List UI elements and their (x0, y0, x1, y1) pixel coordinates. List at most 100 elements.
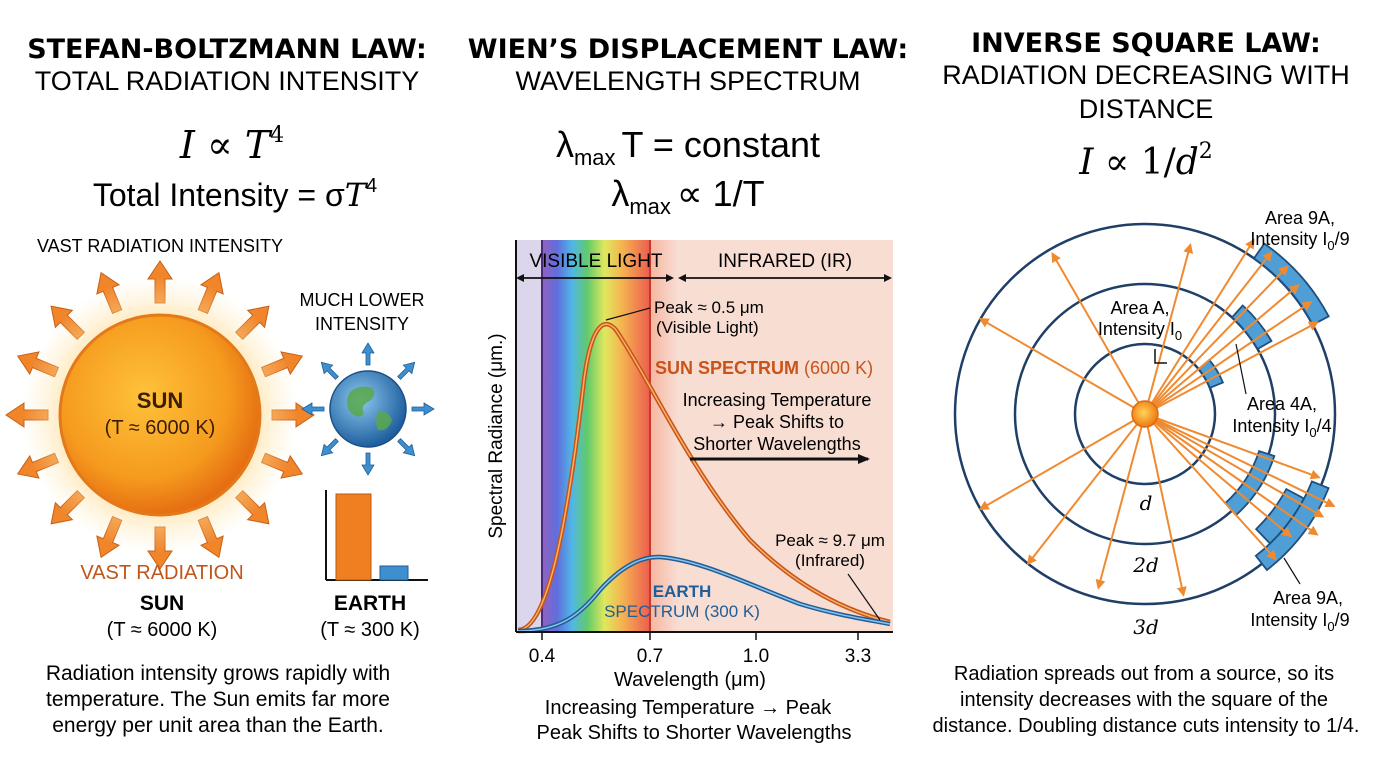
sun-caption-name: SUN (140, 592, 184, 615)
point-source-icon (1131, 400, 1159, 428)
circle-d (1073, 342, 1217, 486)
earth-ray-arrow (361, 452, 375, 476)
radiation-arrow (1144, 413, 1336, 508)
radiation-arrow (1026, 413, 1146, 566)
sun-icon (58, 313, 262, 517)
near-infrared-band (650, 240, 678, 632)
radiation-arrow (1144, 413, 1293, 538)
earth-ray-arrow (397, 438, 416, 457)
earth-continent (376, 411, 392, 431)
panel1-description-line1: Radiation intensity grows rapidly with (46, 662, 390, 685)
sun-intensity-bar (335, 493, 372, 581)
radiation-arrow (1144, 301, 1313, 415)
panel3-equation: I ∝ 1/d2 (1078, 139, 1213, 183)
x-tick-label: 3.3 (845, 646, 871, 667)
distance-label-2d: 2d (1132, 553, 1159, 577)
panel3-description-line2: intensity decreases with the square of t… (960, 689, 1328, 711)
panel1-title-line1: STEFAN-BOLTZMANN LAW: (27, 34, 427, 65)
panel-inverse-square: INVERSE SQUARE LAW: RADIATION DECREASING… (933, 28, 1360, 737)
label-vast-radiation: VAST RADIATION (80, 562, 243, 584)
sun-peak-line2: (Visible Light) (656, 318, 759, 337)
sun-temperature: (T ≈ 6000 K) (105, 417, 216, 439)
area-4a-line1: Area 4A, (1247, 394, 1317, 414)
earth-caption-name: EARTH (334, 592, 406, 615)
panel1-equation-proportional: I ∝ T4 (179, 123, 284, 167)
earth-ray-arrow (411, 402, 435, 416)
earth-ray-arrows (301, 342, 435, 476)
panel1-equation-total: Total Intensity = σT4 (93, 175, 377, 214)
area-9a-bottom-inner-patch (1254, 487, 1306, 545)
earth-spectrum-label-line1: EARTH (653, 582, 712, 601)
shift-note-line3: Shorter Wavelengths (693, 434, 860, 454)
sun-peak-line1: Peak ≈ 0.5 μm (654, 298, 764, 317)
earth-ray-arrow (301, 402, 325, 416)
area-9a-bottom-leader (1283, 557, 1301, 585)
area-4a-lower-patch (1224, 449, 1276, 517)
radiation-arrow (1144, 413, 1187, 597)
sun-caption-temp: (T ≈ 6000 K) (107, 619, 218, 641)
radiation-arrow (1144, 265, 1289, 415)
radiation-spread-arrows (978, 238, 1336, 597)
sun-spectrum-label: SUN SPECTRUM (6000 K) (655, 358, 873, 378)
earth-icon (329, 370, 407, 448)
area-4a-leader (1235, 343, 1247, 395)
right-angle-marker (1154, 349, 1167, 364)
label-much-lower-line1: MUCH LOWER (300, 290, 425, 310)
earth-ray-arrow (361, 342, 375, 366)
distance-label-3d: 3d (1133, 615, 1159, 639)
radiation-arrow (1144, 413, 1277, 561)
distance-label-d: d (1140, 491, 1153, 515)
area-9a-bottom-line2: Intensity I0/9 (1250, 610, 1349, 634)
panel2-bottom-line2: Peak Shifts to Shorter Wavelengths (537, 722, 852, 744)
panel2-title-line1: WIEN’S DISPLACEMENT LAW: (468, 34, 908, 65)
earth-ray-arrow (320, 438, 339, 457)
earth-spectrum-curve-highlight (517, 556, 891, 632)
band-label-infrared: INFRARED (IR) (718, 251, 852, 272)
earth-ray-arrow (320, 361, 339, 380)
panel1-title-line2: TOTAL RADIATION INTENSITY (35, 66, 420, 96)
panel3-description-line1: Radiation spreads out from a source, so … (954, 663, 1334, 685)
x-axis-label: Wavelength (μm) (614, 669, 766, 691)
area-4a-line2: Intensity I0/4 (1232, 416, 1331, 440)
earth-intensity-bar (379, 565, 409, 581)
panel-wien-displacement: WIEN’S DISPLACEMENT LAW: WAVELENGTH SPEC… (468, 34, 908, 744)
radiation-arrow (1144, 250, 1273, 415)
radiation-arrow (1144, 243, 1194, 415)
area-9a-bottom-line1: Area 9A, (1273, 588, 1343, 608)
radiation-arrow (1144, 413, 1319, 536)
uv-band (516, 240, 542, 632)
earth-caption-temp: (T ≈ 300 K) (320, 619, 420, 641)
shift-note-line2: → Peak Shifts to (710, 412, 844, 432)
earth-peak-line1: Peak ≈ 9.7 μm (775, 531, 885, 550)
label-much-lower-line2: INTENSITY (315, 314, 409, 334)
radiation-arrow (978, 413, 1146, 511)
earth-continent (347, 386, 375, 417)
earth-peak-line2: (Infrared) (795, 551, 865, 570)
earth-peak-leader (847, 573, 881, 621)
area-a-line2: Intensity I0 (1098, 319, 1182, 343)
visible-light-band (542, 240, 650, 632)
radiation-arrow (1144, 284, 1300, 415)
earth-ray-arrow (397, 361, 416, 380)
radiation-arrow (1144, 321, 1319, 415)
panel1-description-line3: energy per unit area than the Earth. (52, 714, 384, 737)
radiation-arrow (1095, 413, 1146, 590)
radiation-arrow (1051, 252, 1146, 415)
panel3-title-line3: DISTANCE (1079, 94, 1214, 124)
panel2-title-line2: WAVELENGTH SPECTRUM (515, 66, 860, 96)
panel3-title-line1: INVERSE SQUARE LAW: (971, 28, 1321, 59)
circle-2d (1013, 282, 1277, 546)
label-vast-radiation-intensity: VAST RADIATION INTENSITY (37, 236, 283, 256)
x-tick-label: 0.7 (637, 646, 663, 667)
panel3-description-line3: distance. Doubling distance cuts intensi… (933, 715, 1360, 737)
sun-spectrum-curve-highlight (517, 323, 891, 631)
radiation-arrow (1144, 413, 1325, 518)
panel1-description-line2: temperature. The Sun emits far more (46, 688, 390, 711)
sun-label: SUN (137, 388, 183, 413)
panel3-title-line2: RADIATION DECREASING WITH (942, 60, 1350, 90)
circle-3d (953, 222, 1337, 606)
earth-spectrum-label-line2: SPECTRUM (300 K) (604, 602, 760, 621)
infrared-band (678, 240, 893, 632)
